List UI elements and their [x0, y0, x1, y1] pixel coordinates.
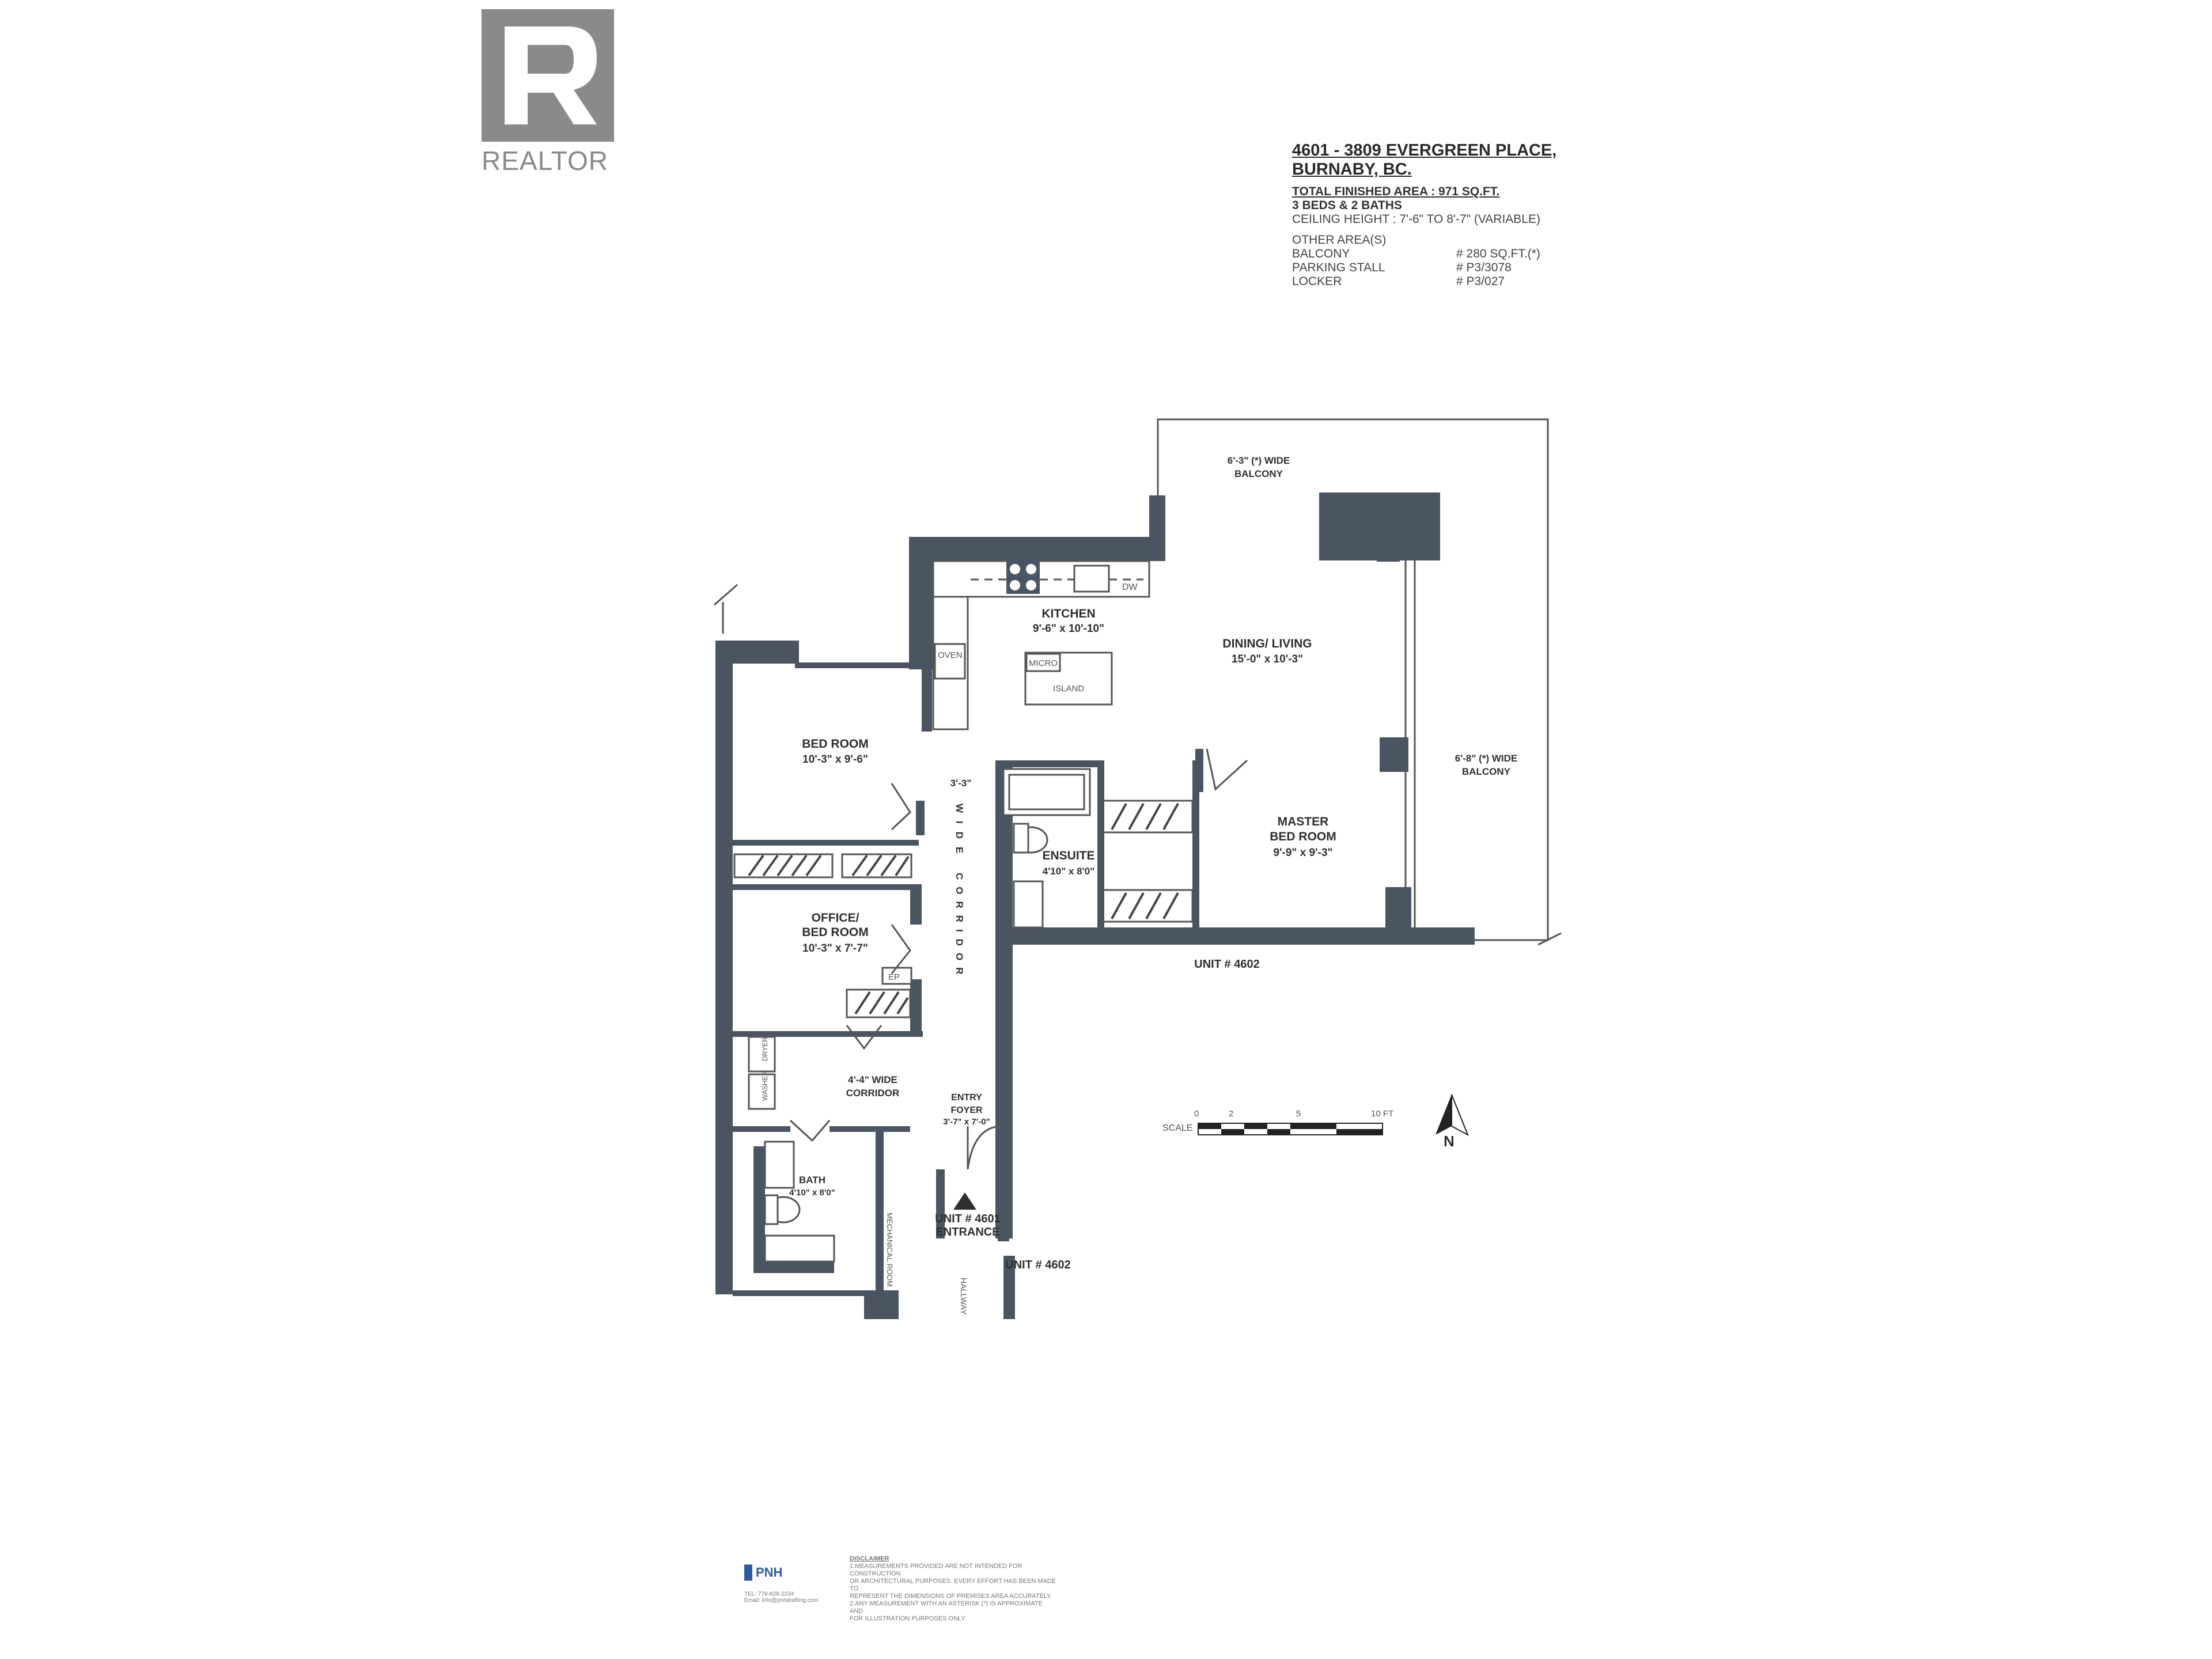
- entrance-arrow-icon: [953, 1192, 976, 1210]
- scale-bar: SCALE 0 2 5 10 FT: [1162, 1109, 1393, 1135]
- company-phone: TEL: 778-828-2234: [744, 1591, 794, 1597]
- disclaimer-line: OR ARCHITECTURAL PURPOSES. EVERY EFFORT …: [850, 1578, 1056, 1592]
- master-label: MASTER: [1278, 815, 1329, 828]
- other-area-row: BALCONY # 280 SQ.FT.(*): [1292, 247, 1638, 261]
- office-dims: 10'-3" x 7'-7": [802, 942, 868, 955]
- bath-label: BATH: [799, 1175, 825, 1185]
- disclaimer-line: 2.ANY MEASUREMENT WITH AN ASTERISK (*) I…: [850, 1600, 1043, 1615]
- doors: [789, 748, 1248, 1170]
- corridor-vertical-label: CORRIDOR: [954, 873, 965, 982]
- dining-living-dims: 15'-0" x 10'-3": [1232, 653, 1303, 665]
- company-name: PNH: [756, 1565, 783, 1580]
- bath-dims: 4'10" x 8'0": [789, 1188, 835, 1198]
- disclaimer: DISCLAIMER 1.MEASUREMENTS PROVIDED ARE N…: [850, 1555, 1057, 1623]
- office-label: OFFICE/: [812, 911, 859, 925]
- disclaimer-title: DISCLAIMER: [850, 1555, 889, 1562]
- ceiling-height: CEILING HEIGHT : 7'-6" TO 8'-7" (VARIABL…: [1292, 213, 1540, 226]
- kitchen-island: [1024, 652, 1113, 706]
- corridor-44-label: 4'-4" WIDE: [848, 1074, 897, 1085]
- oven-label: OVEN: [938, 650, 963, 660]
- entry-label: FOYER: [950, 1105, 983, 1115]
- balcony-top-label: 6'-3" (*) WIDE: [1228, 455, 1290, 466]
- balcony-outline: [714, 418, 1562, 946]
- balcony-right-label: BALCONY: [1462, 766, 1511, 777]
- other-area-value: # P3/3078: [1456, 261, 1512, 274]
- ep-panel: [881, 967, 912, 985]
- office-label: BED ROOM: [802, 926, 869, 939]
- bedroom-label: BED ROOM: [802, 737, 869, 751]
- kitchen-dims: 9'-6" x 10'-10": [1033, 623, 1104, 635]
- company-logo-icon: [744, 1565, 752, 1581]
- other-area-label: LOCKER: [1292, 275, 1342, 288]
- kitchen-fixtures: DW OVEN MICRO ISLAND: [932, 560, 1150, 730]
- balcony-top-label: BALCONY: [1234, 468, 1283, 479]
- north-arrow-icon: N: [1435, 1094, 1469, 1150]
- hallway-label: HALLWAY: [959, 1278, 968, 1315]
- other-area-value: # P3/027: [1456, 275, 1505, 288]
- dining-living-label: DINING/ LIVING: [1222, 637, 1312, 650]
- master-dims: 9'-9" x 9'-3": [1273, 847, 1332, 859]
- ep-label: EP: [888, 972, 900, 982]
- beds-baths: 3 BEDS & 2 BATHS: [1292, 199, 1402, 212]
- bath-sink-icon: [764, 1141, 795, 1189]
- sink-icon: [1073, 565, 1110, 593]
- address-line-1: 4601 - 3809 EVERGREEN PLACE,: [1292, 141, 1557, 160]
- cooktop-icon: [1006, 560, 1040, 594]
- realtor-wordmark: REALTOR: [482, 146, 609, 176]
- neighbor-unit-label: UNIT # 4602: [1005, 1259, 1070, 1271]
- washer-icon: [748, 1073, 776, 1110]
- listing-info: 4601 - 3809 EVERGREEN PLACE, BURNABY, BC…: [1292, 141, 1638, 289]
- drafting-company: PNH TEL: 778-828-2234 Email: info@pnhdra…: [744, 1565, 842, 1604]
- corridor-44-label: CORRIDOR: [846, 1088, 900, 1099]
- company-email: Email: info@pnhdrafting.com: [744, 1597, 819, 1604]
- other-area-row: LOCKER # P3/027: [1292, 275, 1638, 289]
- microwave-label: MICRO: [1029, 658, 1058, 668]
- washer-label: WASHER: [761, 1070, 769, 1101]
- realtor-logo-mark: [482, 9, 614, 142]
- scale-tick: 2: [1229, 1109, 1233, 1119]
- kitchen-label: KITCHEN: [1041, 607, 1095, 620]
- entry-label: ENTRY: [951, 1093, 982, 1103]
- master-label: BED ROOM: [1270, 830, 1336, 843]
- scale-label: SCALE: [1162, 1123, 1192, 1133]
- island-label: ISLAND: [1053, 684, 1084, 694]
- dryer-label: DRYER: [761, 1037, 769, 1061]
- other-area-row: PARKING STALL # P3/3078: [1292, 261, 1638, 275]
- ensuite-label: ENSUITE: [1042, 849, 1094, 862]
- disclaimer-line: REPRESENT THE DIMENSIONS OF PREMISES ARE…: [850, 1593, 1052, 1600]
- total-area: TOTAL FINISHED AREA : 971 SQ.FT.: [1292, 185, 1500, 198]
- ensuite-sink-icon: [1013, 880, 1044, 929]
- north-label: N: [1444, 1132, 1455, 1150]
- entrance-label: ENTRANCE: [935, 1226, 999, 1238]
- walls: [715, 493, 1475, 1319]
- disclaimer-line: FOR ILLUSTRATION PURPOSES ONLY.: [850, 1615, 967, 1622]
- mechanical-room-label: MECHANICAL ROOM: [885, 1213, 894, 1287]
- disclaimer-line: 1.MEASUREMENTS PROVIDED ARE NOT INTENDED…: [850, 1563, 1022, 1577]
- other-area-label: BALCONY: [1292, 247, 1350, 260]
- address-line-2: BURNABY, BC.: [1292, 160, 1412, 179]
- bath-tub-icon: [764, 1234, 835, 1263]
- dishwasher-label: DW: [1122, 582, 1138, 592]
- scale-tick: 10 FT: [1371, 1109, 1393, 1119]
- neighbor-unit-label: UNIT # 4602: [1194, 958, 1259, 971]
- corridor-width-label: 3'-3": [950, 778, 972, 789]
- closets: [733, 760, 1199, 1018]
- bath-fixtures: DRYER WASHER EP: [748, 768, 1091, 1263]
- balcony-right-label: 6'-8" (*) WIDE: [1455, 753, 1517, 764]
- scale-tick: 0: [1194, 1109, 1199, 1119]
- entrance-label: UNIT # 4601: [935, 1213, 1000, 1225]
- realtor-logo: REALTOR: [482, 9, 614, 176]
- corridor-vertical-label: WIDE: [954, 804, 965, 861]
- bedroom-dims: 10'-3" x 9'-6": [802, 753, 868, 766]
- other-area-label: PARKING STALL: [1292, 261, 1385, 274]
- ensuite-dims: 4'10" x 8'0": [1043, 866, 1094, 877]
- other-areas-heading: OTHER AREA(S): [1292, 233, 1387, 247]
- other-area-value: # 280 SQ.FT.(*): [1456, 247, 1540, 260]
- dryer-icon: [748, 1036, 776, 1073]
- scale-tick: 5: [1296, 1109, 1301, 1119]
- entry-dims: 3'-7" x 7'-0": [943, 1117, 990, 1127]
